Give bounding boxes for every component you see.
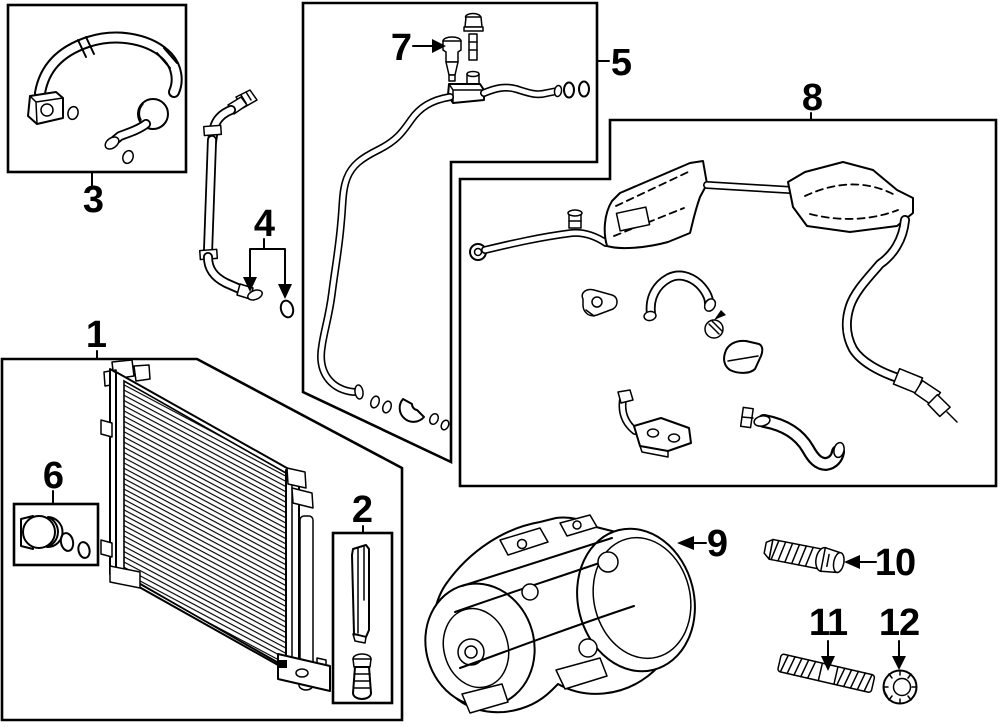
callout-labels: 1 2 3 4 5 6 7 8 9 10 11 12 [43, 27, 920, 644]
seal-strip [351, 544, 370, 638]
part-7-service-valve [442, 12, 484, 82]
callout-10: 10 [875, 542, 915, 584]
group-box-6 [12, 502, 100, 567]
arrow-11 [821, 656, 835, 671]
arrow-10 [844, 555, 860, 569]
part-11-stud [777, 653, 876, 693]
callout-6: 6 [43, 455, 63, 497]
hose-end-valve [927, 393, 951, 418]
o-ring [563, 81, 575, 99]
mount-foot [555, 657, 608, 690]
cover-pad [723, 339, 764, 374]
arrow-12 [892, 656, 906, 670]
mount-bracket [633, 417, 692, 452]
arrow-9 [677, 536, 694, 550]
mount-foot [461, 683, 509, 714]
o-ring [59, 532, 75, 552]
o-ring [122, 149, 134, 165]
part-6-seal-kit [20, 515, 91, 559]
arrow-4b [278, 284, 292, 299]
callout-12: 12 [879, 602, 919, 644]
part-2-drier-kit [351, 544, 372, 700]
arrow-7 [432, 39, 446, 53]
callout-3: 3 [83, 179, 103, 221]
group-box-3 [6, 3, 188, 174]
o-ring [77, 541, 91, 559]
callout-2: 2 [352, 489, 372, 531]
part-10-bolt [763, 538, 845, 574]
group-box-8 [458, 118, 998, 488]
callout-9: 9 [707, 523, 727, 565]
o-ring [67, 105, 79, 121]
group-box-5 [301, 1, 599, 465]
o-ring [279, 299, 295, 319]
part-8-hose-assembly [469, 160, 958, 471]
union-fitting [398, 398, 425, 423]
valve-core [468, 33, 478, 61]
hose-lobe [787, 161, 914, 233]
callout-8: 8 [802, 77, 822, 119]
part-5-discharge-tube [317, 12, 590, 431]
callout-7: 7 [391, 27, 411, 69]
part-4-liquid-hose [198, 89, 295, 319]
part-9-compressor [424, 514, 696, 714]
part-1-condenser [100, 359, 331, 692]
callout-4: 4 [254, 203, 275, 245]
o-ring [578, 80, 590, 98]
callout-11: 11 [809, 602, 848, 644]
callout-5: 5 [611, 42, 632, 84]
group-box-1 [0, 357, 404, 722]
callout-1: 1 [86, 314, 107, 356]
arrow-4a [243, 277, 257, 292]
part-12-nut [882, 669, 918, 705]
part-3-suction-hose [27, 31, 183, 165]
callout-leaders [52, 39, 906, 671]
